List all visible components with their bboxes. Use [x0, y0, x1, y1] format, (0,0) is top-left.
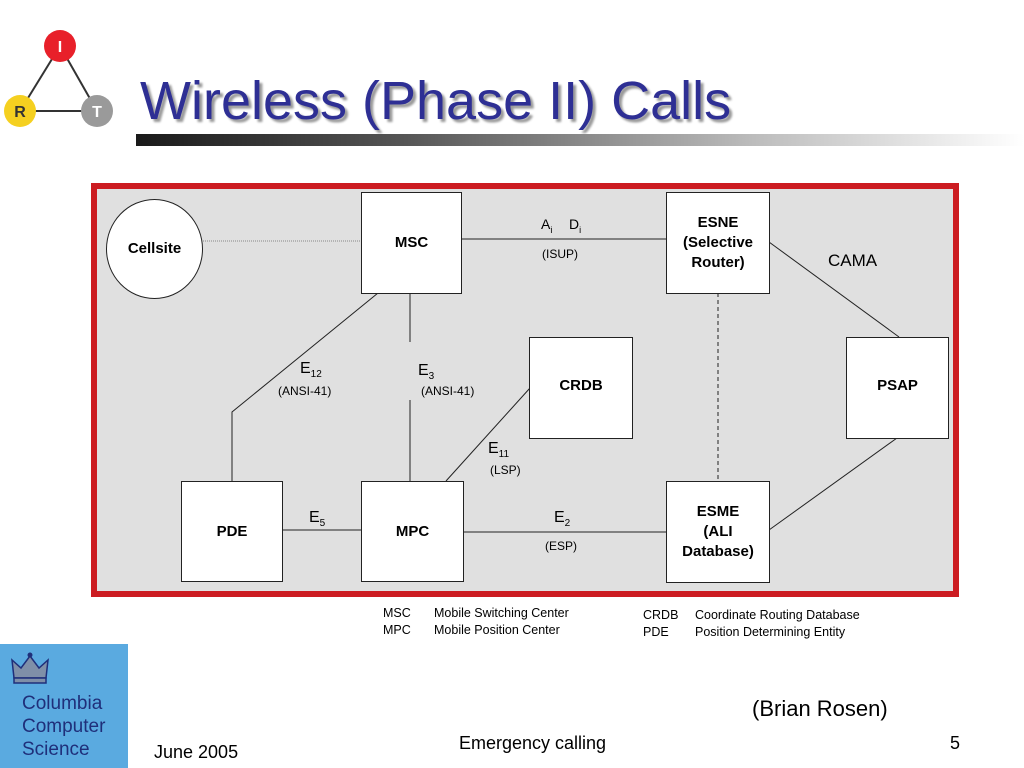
label-e5: E5 [309, 509, 325, 529]
label-di-sub: i [579, 224, 582, 235]
legend-abbr: CRDB [643, 608, 679, 622]
label-ai-sub: i [550, 224, 553, 235]
credit-text: (Brian Rosen) [752, 696, 888, 721]
label-e5-sub: 5 [319, 518, 326, 530]
label-e12-main: E [300, 360, 311, 377]
label-e12-protocol: (ANSI-41) [278, 384, 332, 398]
label-e2-sub: 2 [564, 518, 571, 530]
legend-item: CRDB Coordinate Routing Database [643, 607, 860, 624]
label-e2-protocol: (ESP) [545, 539, 578, 553]
page-number: 5 [950, 733, 961, 753]
node-msc: MSC [361, 192, 462, 294]
legend-meaning: Position Determining Entity [695, 625, 846, 639]
legend-right: CRDB Coordinate Routing Database PDE Posit… [643, 607, 860, 641]
logo-letter-top: I [58, 39, 62, 56]
legend-item: PDE Position Determining Entity [643, 624, 860, 641]
label-di-main: D [569, 216, 580, 232]
label-di: Di [569, 216, 581, 235]
node-mpc-label: MPC [395, 522, 430, 540]
label-e12: E12 [300, 360, 322, 380]
node-esme-line-3: Database) [682, 543, 754, 560]
label-isup: (ISUP) [542, 247, 578, 261]
legend-abbr: MPC [383, 623, 411, 637]
label-cama: CAMA [828, 251, 878, 270]
legend-meaning: Mobile Position Center [434, 623, 560, 637]
link-esne-psap [768, 241, 900, 338]
node-psap-label: PSAP [877, 377, 918, 394]
label-e3: E3 [418, 362, 434, 382]
label-e12-sub: 12 [310, 369, 322, 381]
legend-abbr: MSC [383, 606, 411, 620]
institution-logo [0, 644, 128, 768]
institution-line-1: Columbia [22, 693, 103, 714]
link-crdb-mpc [445, 387, 531, 482]
legend-left: MSC Mobile Switching Center MPC Mobile Pos… [383, 605, 569, 639]
institution-line-3: Science [22, 739, 90, 760]
node-cellsite-label: Cellsite [127, 240, 182, 257]
node-esme-line-1: ESME [696, 503, 740, 520]
institution-line-2: Computer [22, 716, 106, 737]
node-esme-line-2: (ALI [703, 523, 733, 540]
label-e3-main: E [418, 362, 429, 379]
label-e11-protocol: (LSP) [490, 463, 521, 477]
label-e2: E2 [554, 509, 570, 529]
label-ai: Ai [541, 216, 552, 235]
label-e3-protocol: (ANSI-41) [421, 384, 475, 398]
label-e5-main: E [309, 509, 320, 526]
node-esne-line-3: Router) [691, 254, 745, 271]
link-msc-pde [231, 292, 379, 482]
slide-footer: Emergency calling [459, 733, 607, 753]
legend-meaning: Mobile Switching Center [434, 606, 569, 620]
node-cellsite: Cellsite [106, 199, 203, 299]
label-e11-main: E [488, 440, 499, 457]
label-e11-sub: 11 [498, 449, 510, 461]
logo-letter-left: R [14, 104, 26, 121]
logo-circle-left [4, 95, 36, 127]
node-esne: ESNE (Selective Router) [666, 192, 770, 294]
label-e11: E11 [488, 440, 509, 460]
node-esne-line-1: ESNE [697, 214, 739, 231]
logo-circle-right [81, 95, 113, 127]
legend-item: MSC Mobile Switching Center [383, 605, 569, 622]
crown-icon [11, 652, 49, 684]
node-pde: PDE [181, 481, 283, 582]
legend-item: MPC Mobile Position Center [383, 622, 569, 639]
node-esne-line-2: (Selective [682, 234, 754, 251]
node-mpc: MPC [361, 481, 464, 582]
label-ai-main: A [541, 216, 551, 232]
title-underline-bar [136, 134, 1024, 146]
irt-logo: I R T [4, 30, 113, 127]
legend-abbr: PDE [643, 625, 669, 639]
node-pde-label: PDE [216, 522, 248, 540]
logo-circle-top [44, 30, 76, 62]
link-esme-psap [768, 437, 898, 531]
node-esme: ESME (ALI Database) [666, 481, 770, 583]
node-crdb-label: CRDB [559, 377, 603, 394]
logo-letter-right: T [92, 104, 102, 121]
node-psap: PSAP [846, 337, 949, 439]
label-e2-main: E [554, 509, 565, 526]
node-msc-label: MSC [394, 234, 429, 251]
legend-meaning: Coordinate Routing Database [695, 608, 860, 622]
institution-name: Columbia Computer Science [22, 692, 105, 761]
slide-date: June 2005 [154, 742, 239, 762]
label-e3-sub: 3 [428, 371, 435, 383]
node-crdb: CRDB [529, 337, 633, 439]
slide-title: Wireless (Phase II) Calls [140, 71, 732, 131]
